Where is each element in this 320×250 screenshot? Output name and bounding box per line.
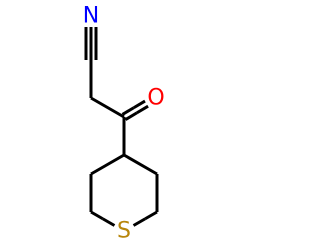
bonds-layer	[84, 27, 159, 227]
bond-c2-c3	[90, 96, 125, 119]
atoms-layer: N O S	[83, 4, 165, 244]
bond-c6-s1	[90, 210, 116, 227]
atom-label-oxygen: O	[147, 86, 164, 111]
bond-n1-c1	[84, 27, 98, 60]
atom-label-nitrogen: N	[83, 4, 99, 29]
bond-c8-c4	[123, 153, 158, 176]
molecule-diagram: N O S	[83, 4, 165, 244]
bond-c4-c5	[90, 153, 125, 176]
atom-label-sulfur: S	[117, 219, 131, 244]
bond-s1-c7	[132, 210, 158, 227]
bond-c3-o1	[121, 99, 149, 121]
